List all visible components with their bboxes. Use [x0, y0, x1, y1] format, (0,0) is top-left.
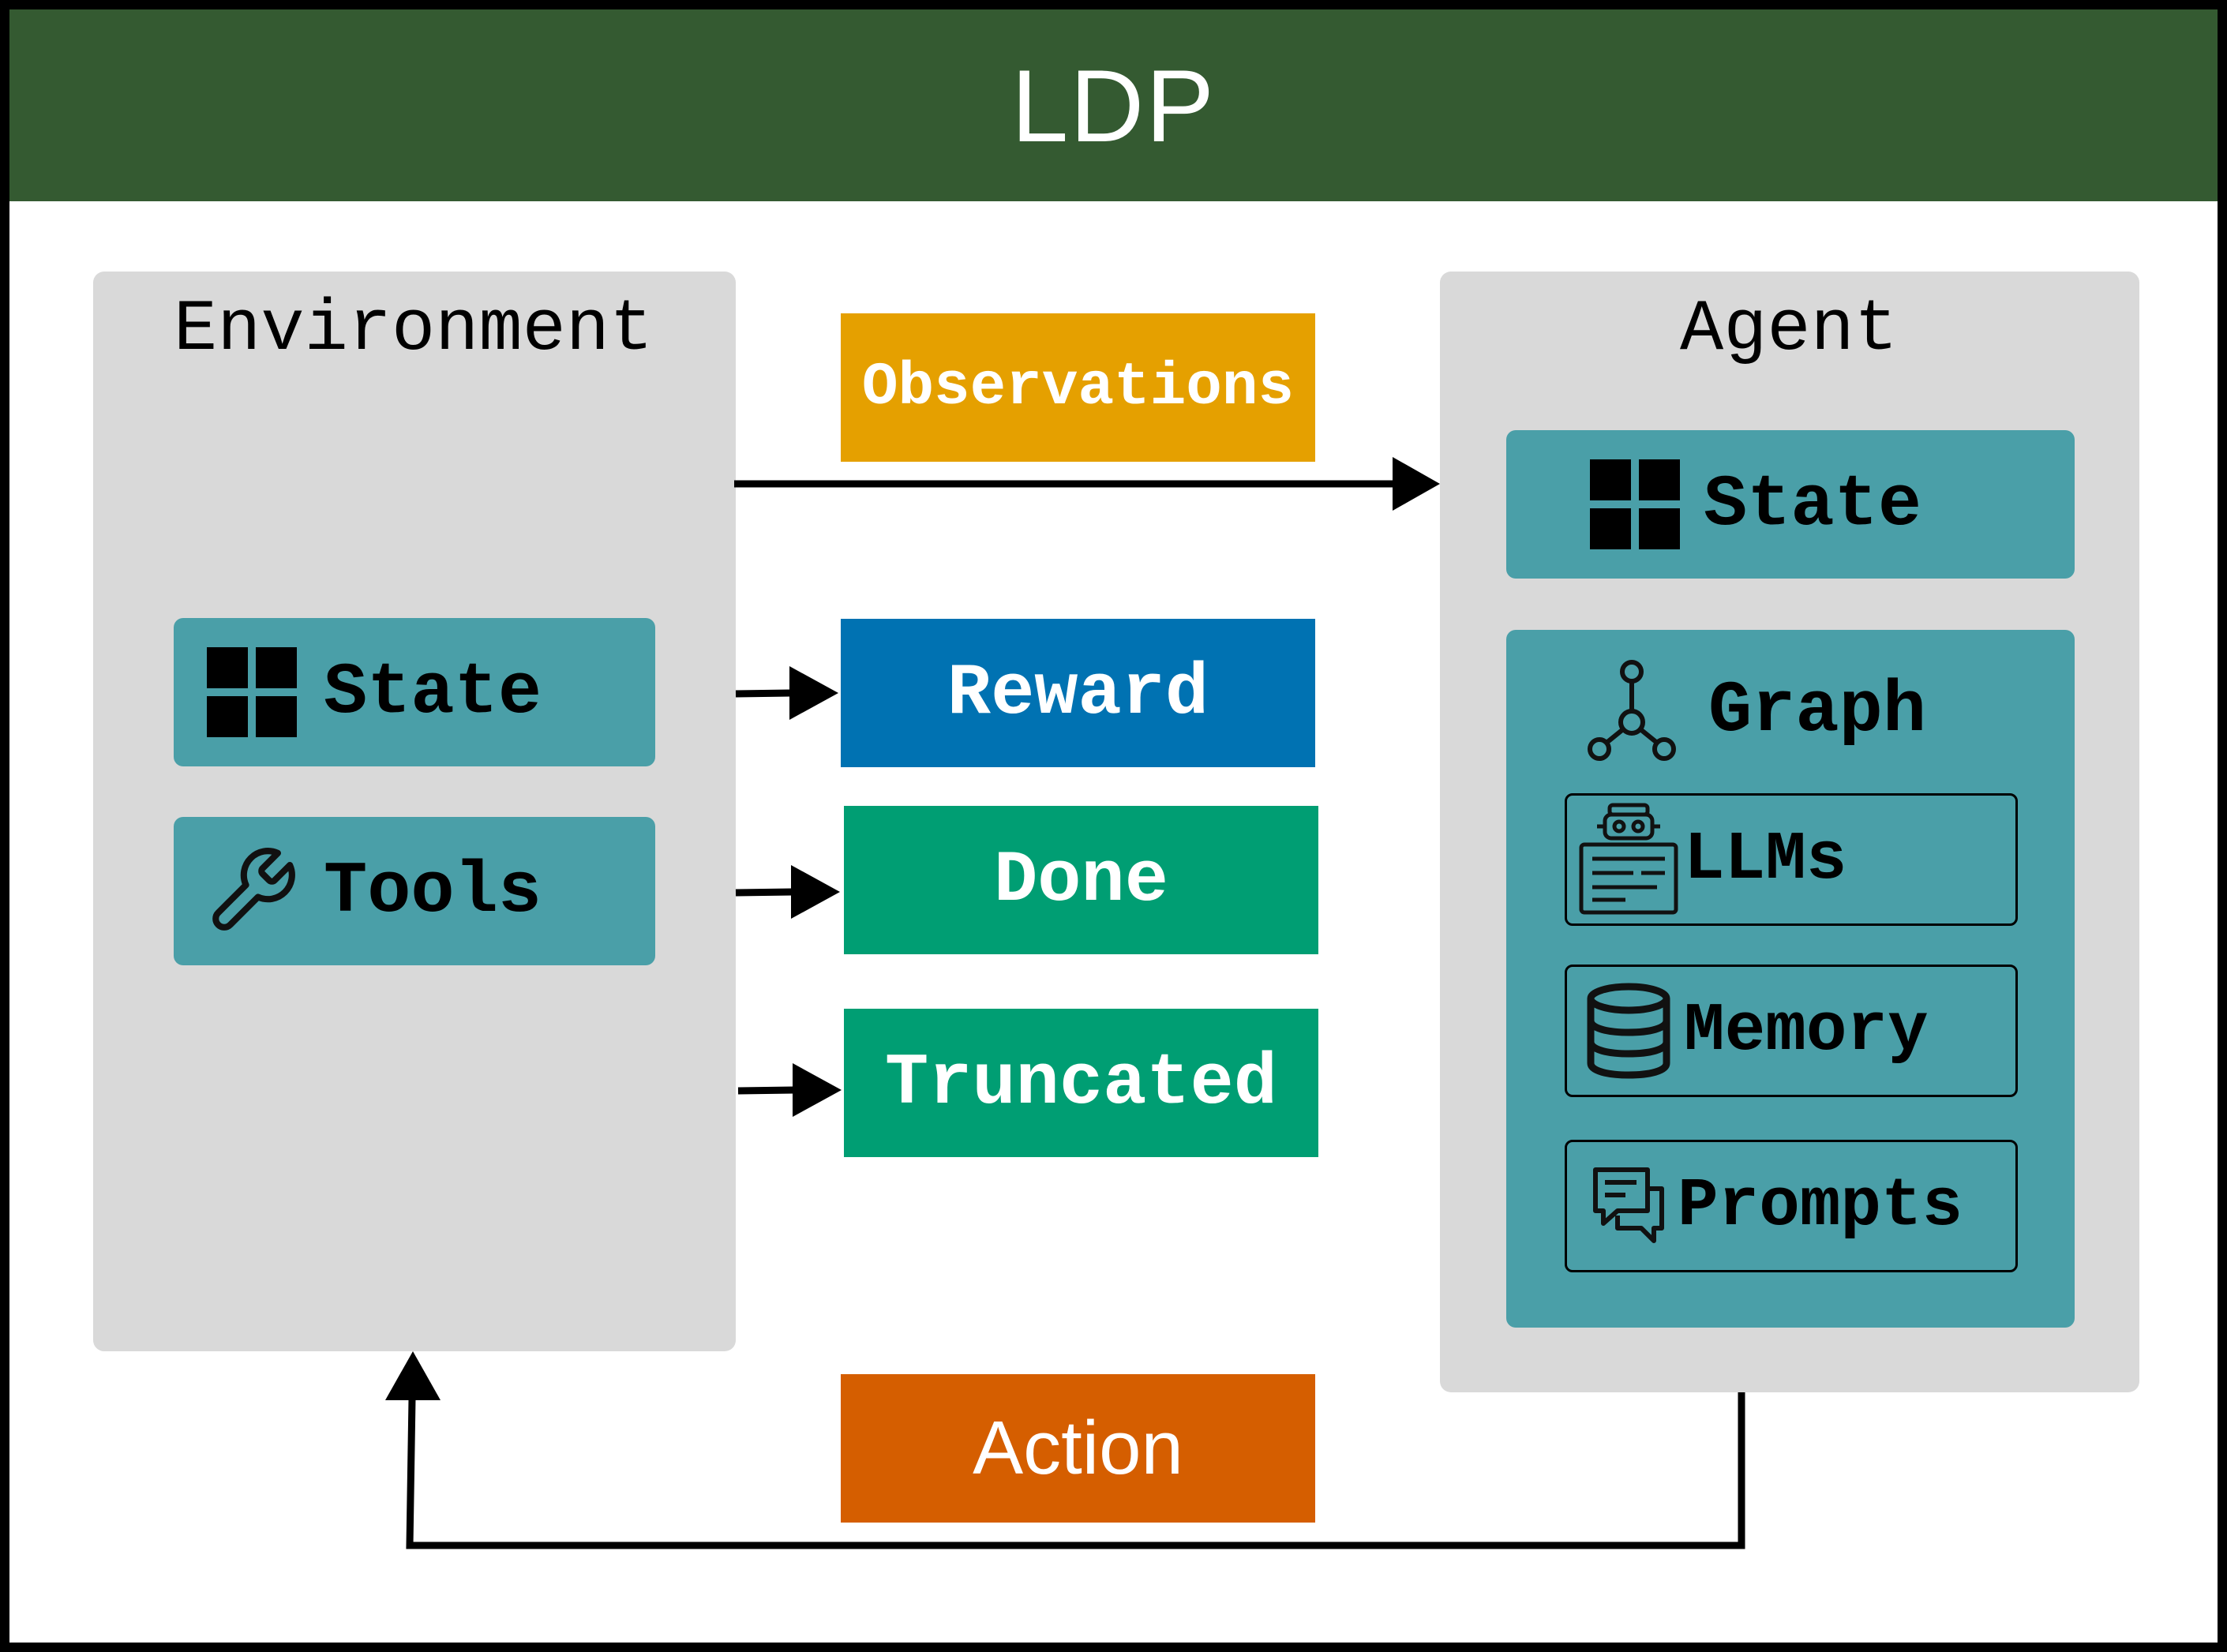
done-arrow	[735, 888, 793, 897]
observations-arrowhead	[1393, 457, 1440, 511]
diagram-title: LDP	[1011, 47, 1216, 163]
grid-icon	[207, 647, 297, 737]
truncated-arrow	[737, 1086, 795, 1095]
done-label: Done	[994, 838, 1168, 922]
graph-label: Graph	[1708, 669, 1927, 752]
reward-arrowhead	[789, 666, 838, 720]
robot-icon	[1578, 802, 1679, 917]
graph-item-llms: LLMs	[1565, 793, 2018, 926]
action-arrow	[406, 1392, 1745, 1549]
environment-title: Environment	[174, 288, 654, 371]
environment-state-label: State	[324, 650, 542, 734]
memory-label: Memory	[1684, 992, 1929, 1069]
wrench-icon	[204, 843, 300, 939]
graph-item-memory: Memory	[1565, 965, 2018, 1097]
graph-item-prompts: Prompts	[1565, 1140, 2018, 1272]
grid-icon	[1590, 459, 1680, 549]
truncated-box: Truncated	[844, 1009, 1318, 1157]
agent-state-tile: State	[1506, 430, 2075, 579]
reward-box: Reward	[841, 619, 1315, 767]
observations-box: Observations	[841, 313, 1315, 462]
truncated-arrowhead	[793, 1063, 842, 1117]
title-bar: LDP	[9, 9, 2218, 201]
action-box: Action	[841, 1374, 1315, 1523]
agent-state-label: State	[1704, 463, 1922, 546]
action-arrowhead	[385, 1351, 441, 1400]
observations-label: Observations	[861, 354, 1295, 421]
done-box: Done	[844, 806, 1318, 954]
action-label: Action	[973, 1406, 1183, 1490]
prompts-label: Prompts	[1678, 1167, 1963, 1245]
chat-icon	[1589, 1165, 1668, 1247]
reward-label: Reward	[947, 651, 1209, 735]
graph-node-icon	[1587, 659, 1677, 762]
environment-state-tile: State	[174, 618, 655, 766]
environment-tools-label: Tools	[324, 849, 542, 933]
truncated-label: Truncated	[885, 1041, 1277, 1125]
llms-label: LLMs	[1684, 821, 1847, 898]
environment-tools-tile: Tools	[174, 817, 655, 965]
environment-panel	[93, 272, 736, 1351]
database-icon	[1584, 983, 1673, 1079]
reward-arrow	[735, 689, 792, 698]
done-arrowhead	[791, 865, 840, 919]
graph-header: Graph	[1506, 655, 2075, 766]
agent-title: Agent	[1680, 288, 1899, 371]
